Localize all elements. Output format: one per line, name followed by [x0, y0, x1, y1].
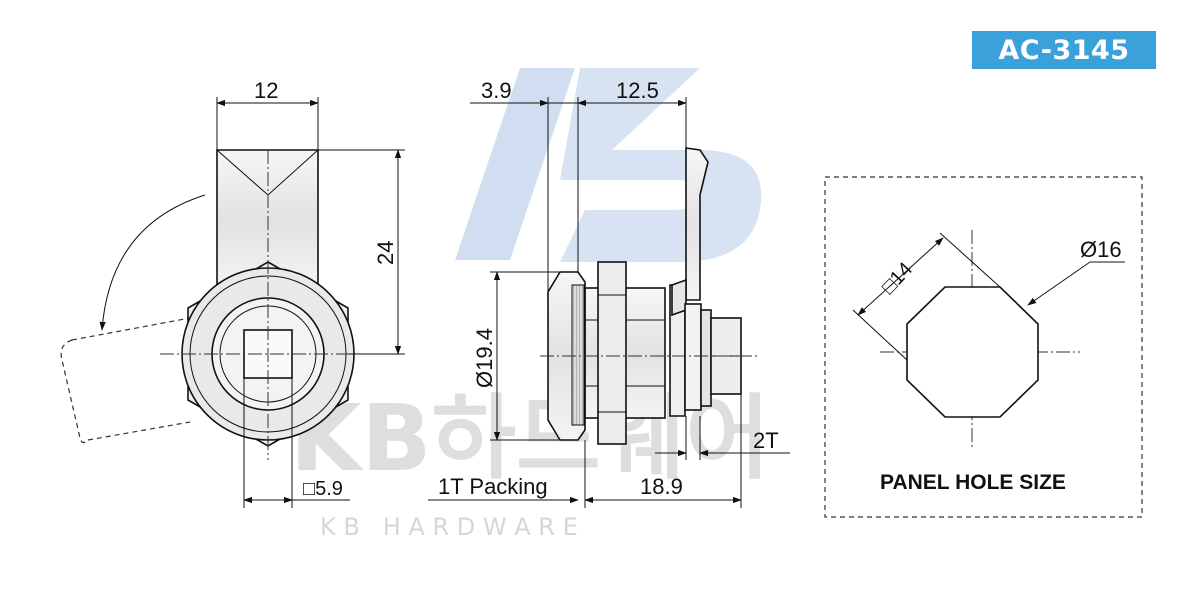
side-view — [540, 147, 760, 445]
panel-hole-box — [824, 176, 1143, 518]
front-view — [60, 149, 380, 460]
panel-hole-diameter-label: Ø16 — [1080, 237, 1122, 262]
panel-hole-shape — [906, 286, 1039, 418]
side-hex-nut — [597, 261, 627, 445]
side-diameter-label: Ø19.4 — [472, 328, 497, 388]
flange-thickness-label: 3.9 — [481, 78, 512, 103]
side-dimensions — [428, 97, 790, 508]
overall-length-label: 18.9 — [640, 474, 683, 499]
spring-washer — [700, 309, 712, 407]
front-width-label: 12 — [254, 78, 278, 103]
watermark-subtext: K B H A R D W A R E — [320, 513, 578, 541]
panel-thickness-label: 2T — [753, 428, 779, 453]
front-square-label: □5.9 — [303, 478, 343, 500]
model-badge: AC-3145 — [972, 31, 1156, 69]
cam-rotated-outline — [60, 317, 191, 444]
rotation-arc — [99, 194, 206, 331]
model-number: AC-3145 — [998, 34, 1130, 66]
kb-watermark-logo — [455, 68, 762, 262]
cam-offset-label: 12.5 — [616, 78, 659, 103]
packing-label: 1T Packing — [438, 474, 548, 499]
panel-hole-title: PANEL HOLE SIZE — [880, 471, 1066, 494]
front-dimensions — [216, 97, 405, 508]
washer — [684, 303, 702, 411]
front-height-label: 24 — [373, 241, 398, 265]
